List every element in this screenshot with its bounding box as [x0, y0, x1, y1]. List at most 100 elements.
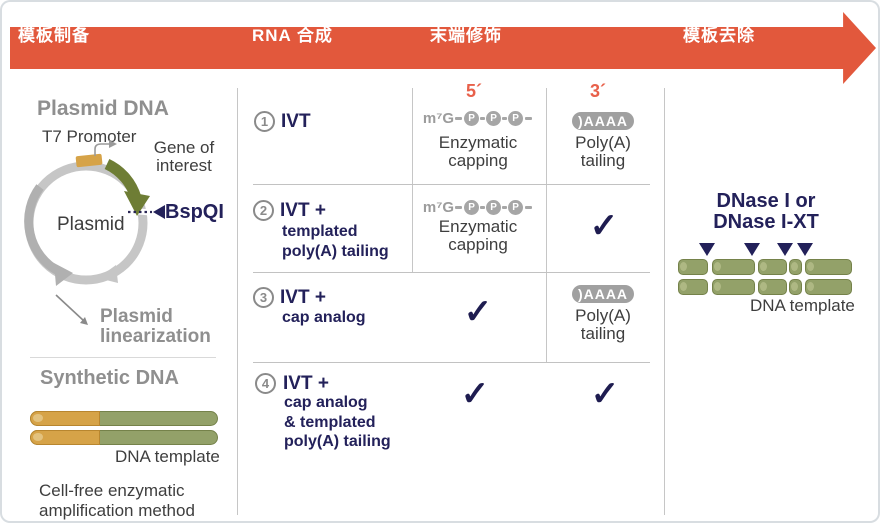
row4-title: IVT + — [283, 373, 329, 394]
dna-fragment — [712, 259, 755, 275]
step-template-preparation: 模板制备 — [18, 26, 90, 45]
divider-right-column — [664, 88, 665, 515]
step-template-removal: 模板去除 — [683, 26, 755, 45]
row4-subtitle: cap analog & templated poly(A) tailing — [284, 394, 391, 450]
check-icon: ✓ — [590, 375, 620, 413]
fragment-end-highlight — [680, 282, 687, 291]
phosphate-link-icon — [480, 116, 486, 120]
cut-site-triangle-icon — [744, 243, 760, 256]
divider-5prime-3prime — [546, 88, 547, 362]
fragment-end-highlight — [714, 282, 721, 291]
rod-primer-segment — [29, 429, 100, 445]
step-number-badge: 3 — [253, 287, 274, 308]
process-arrow-banner — [10, 12, 876, 84]
phosphate-link-icon — [455, 205, 463, 209]
linearization-arrowhead-icon — [80, 317, 88, 325]
polya-tail-badge: )AAAA — [553, 112, 653, 131]
check-icon: ✓ — [589, 207, 619, 245]
fragment-end-highlight — [807, 282, 814, 291]
divider-left-column — [237, 88, 238, 515]
polya-tailing-label: Poly(A) tailing — [575, 133, 631, 170]
dna-fragment — [678, 259, 708, 275]
rod-end-highlight — [32, 432, 43, 441]
polya-tailing-label: Poly(A) tailing — [575, 306, 631, 343]
row3-subtitle: cap analog — [282, 309, 366, 326]
col-header-5-prime: 5´ — [465, 81, 482, 101]
phosphate-link-icon — [480, 205, 486, 209]
phosphate-icon: P — [508, 110, 524, 126]
plasmid-backbone-arc — [24, 184, 61, 275]
fragment-end-highlight — [760, 282, 767, 291]
transcription-arrowhead-icon — [109, 140, 117, 148]
gene-arrowhead-icon — [124, 191, 150, 216]
fragment-end-highlight — [680, 262, 687, 271]
row3-title: IVT + — [280, 287, 326, 308]
enzymatic-capping-label: Enzymatic capping — [438, 217, 518, 254]
divider-row-3-4 — [253, 362, 650, 363]
step-number-badge: 2 — [253, 200, 274, 221]
bspqi-enzyme-label: BspQI — [165, 201, 224, 223]
polya-tail-badge: )AAAA — [553, 285, 653, 304]
cut-site-triangle-icon — [797, 243, 813, 256]
dna-fragment — [805, 259, 852, 275]
dna-template-label-right: DNA template — [750, 296, 855, 315]
rod-end-highlight — [32, 413, 43, 422]
phosphate-icon: P — [486, 110, 502, 126]
fragment-end-highlight — [807, 262, 814, 271]
cut-site-triangle-icon — [699, 243, 715, 256]
check-icon: ✓ — [460, 375, 490, 413]
step-number-badge: 1 — [254, 111, 275, 132]
row2-subtitle: templated poly(A) tailing — [282, 223, 389, 260]
dna-fragment — [789, 279, 802, 295]
dnase-title: DNase I or DNase I-XT — [713, 190, 819, 233]
t7-promoter-box — [75, 153, 103, 168]
step-rna-synthesis: RNA 合成 — [252, 26, 333, 45]
step-number-badge: 4 — [255, 373, 276, 394]
cut-site-triangle-icon — [777, 243, 793, 256]
synthetic-dna-rod — [29, 410, 218, 426]
dna-fragment — [758, 279, 787, 295]
phosphate-icon: P — [508, 199, 524, 215]
phosphate-link-icon — [502, 116, 508, 120]
phosphate-icon: P — [464, 199, 480, 215]
backbone-arrowhead2-icon — [98, 265, 118, 283]
amplification-method-label: Cell-free enzymatic amplification method — [39, 481, 195, 520]
gene-of-interest-label: Gene of interest — [153, 138, 215, 175]
synthetic-dna-rod — [29, 429, 218, 445]
divider-row-2-3 — [253, 272, 650, 273]
step-end-modification: 末端修饰 — [430, 26, 502, 45]
backbone-arrowhead-icon — [54, 263, 73, 286]
divider-row-1-2 — [253, 184, 650, 185]
dna-fragment — [805, 279, 852, 295]
phosphate-link-icon — [455, 116, 463, 120]
fragment-end-highlight — [714, 262, 721, 271]
dna-template-label-left: DNA template — [115, 447, 220, 466]
dna-fragment — [678, 279, 708, 295]
col-header-3-prime: 3´ — [589, 81, 606, 101]
linearization-arrow — [55, 294, 85, 322]
plasmid-center-label: Plasmid — [57, 214, 125, 235]
check-icon: ✓ — [463, 293, 493, 331]
rod-primer-segment — [29, 410, 100, 426]
phosphate-icon: P — [486, 199, 502, 215]
t7-promoter-label: T7 Promoter — [42, 127, 137, 146]
synthetic-dna-title: Synthetic DNA — [40, 367, 179, 389]
phosphate-link-icon — [502, 205, 508, 209]
row2-title: IVT + — [280, 200, 326, 221]
fragment-end-highlight — [760, 262, 767, 271]
plasmid-linearization-label: Plasmid linearization — [100, 306, 211, 347]
dna-fragment — [758, 259, 787, 275]
plasmid-dna-title: Plasmid DNA — [37, 97, 169, 120]
dna-fragment — [712, 279, 755, 295]
divider-label-5prime — [412, 88, 413, 272]
plasmid-map-graphic — [24, 140, 165, 325]
dna-fragment — [789, 259, 802, 275]
enzymatic-capping-label: Enzymatic capping — [438, 133, 518, 170]
fragment-end-highlight — [791, 282, 798, 291]
phosphate-icon: P — [464, 110, 480, 126]
bspqi-triangle-icon — [153, 205, 165, 219]
phosphate-link-icon — [525, 205, 533, 209]
row1-title: IVT — [281, 111, 311, 132]
left-panel-section-divider — [30, 357, 216, 358]
